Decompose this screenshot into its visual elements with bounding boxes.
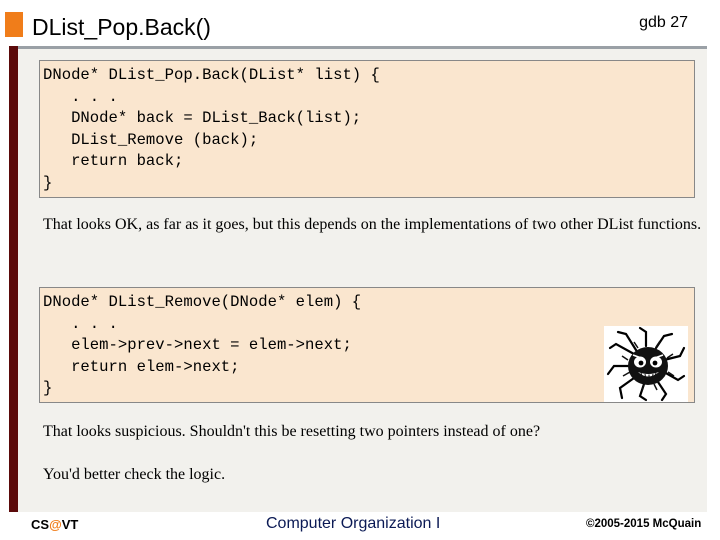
footer-course-prefix: CS xyxy=(31,517,50,532)
footer-course-suffix: VT xyxy=(61,517,79,532)
slide-tag: gdb 27 xyxy=(639,14,688,31)
footer-course-title: Computer Organization I xyxy=(266,515,441,532)
title-divider xyxy=(9,46,707,49)
footer-copyright: ©2005-2015 McQuain xyxy=(586,518,702,530)
title-accent-square xyxy=(5,12,23,37)
slide-title: DList_Pop.Back() xyxy=(32,14,211,40)
footer-course: CS@VT xyxy=(31,517,78,532)
code-text: DNode* DList_Pop.Back(DList* list) { . .… xyxy=(43,66,380,192)
bug-clipart-icon xyxy=(604,326,688,402)
code-block-remove: DNode* DList_Remove(DNode* elem) { . . .… xyxy=(39,287,695,403)
code-text: DNode* DList_Remove(DNode* elem) { . . .… xyxy=(43,293,362,398)
footer-course-at: @ xyxy=(49,517,62,532)
paragraph-suspicious: That looks suspicious. Shouldn't this be… xyxy=(43,423,541,440)
left-accent-bar xyxy=(9,46,18,512)
paragraph-check-logic: You'd better check the logic. xyxy=(43,466,226,483)
code-block-pop-back: DNode* DList_Pop.Back(DList* list) { . .… xyxy=(39,60,695,198)
paragraph-ok: That looks OK, as far as it goes, but th… xyxy=(43,216,702,233)
